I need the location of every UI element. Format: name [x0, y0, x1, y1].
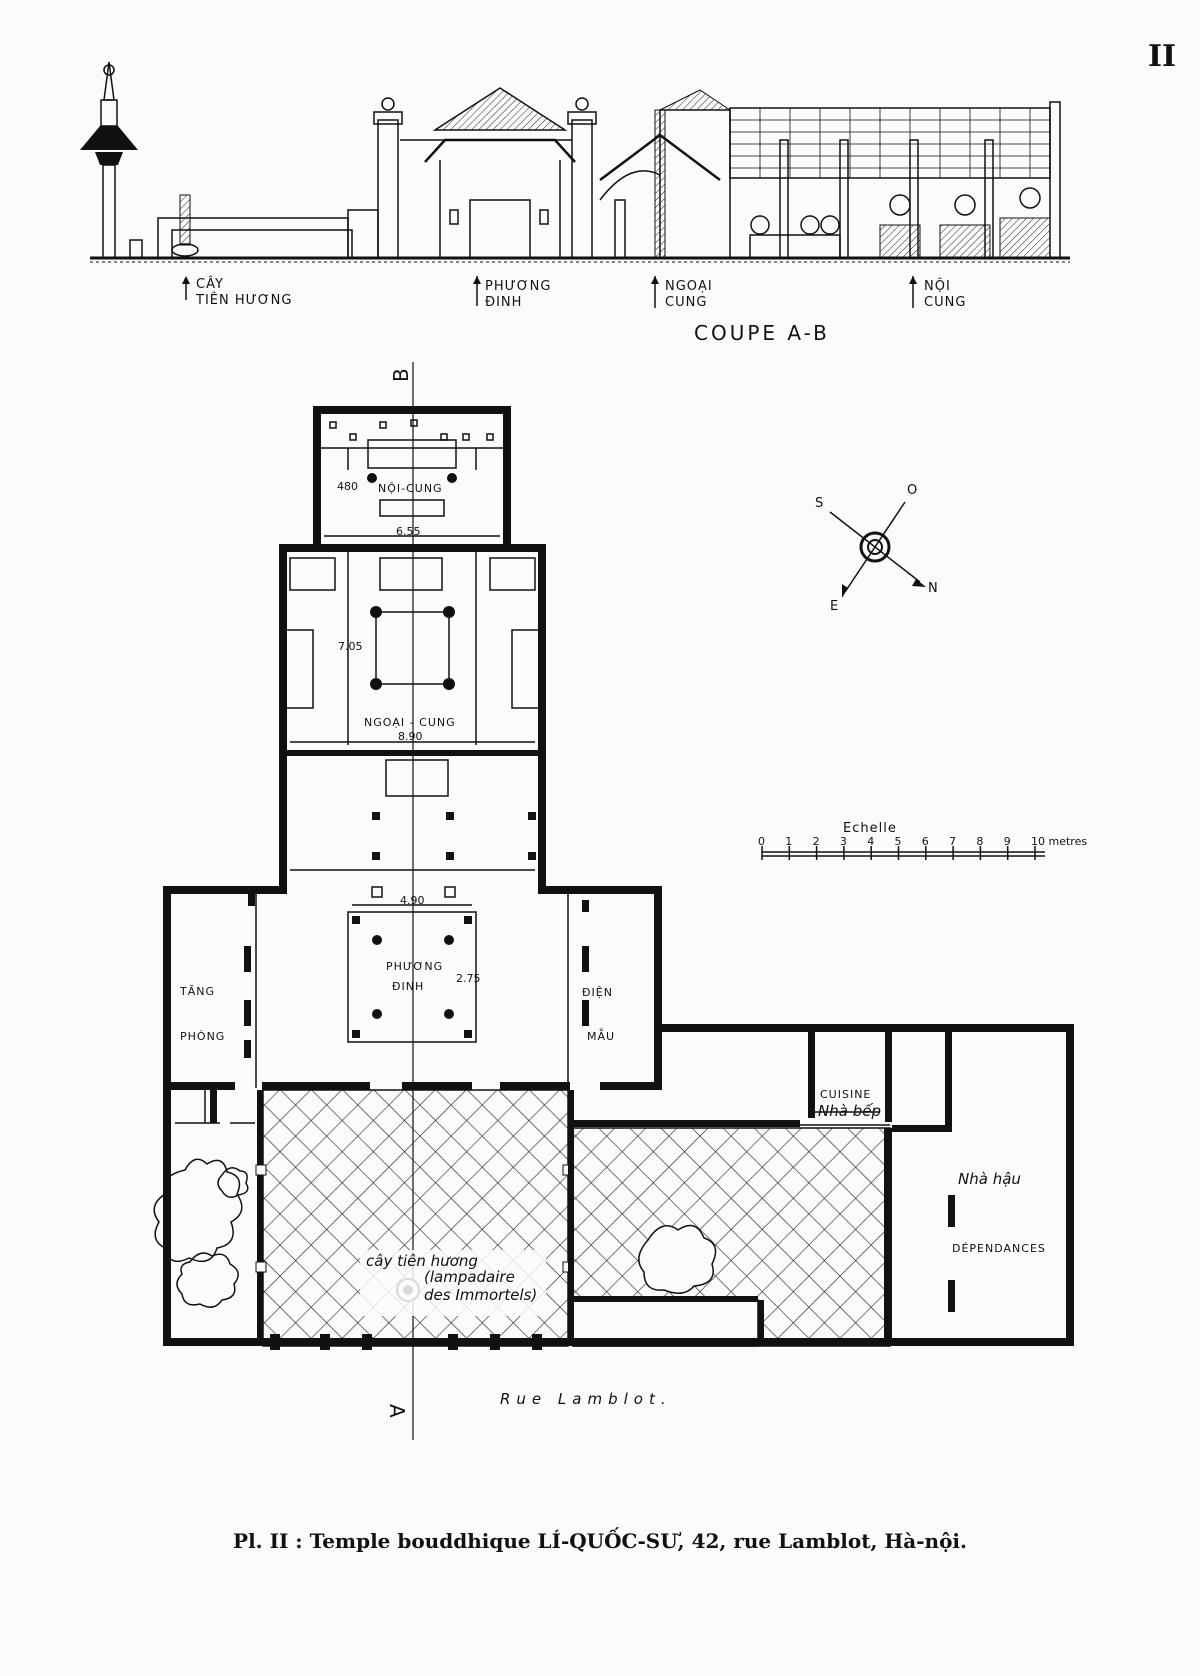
inner-hall-elevation	[729, 101, 1061, 259]
section-label-pavilion: PHƯƠNG ĐINH	[473, 276, 551, 310]
room-cuisine-2: Nhà bếp	[818, 1102, 881, 1120]
scale-tick-label: 2	[813, 835, 820, 848]
room-ngoai-cung: NGOẠI - CUNG	[364, 716, 456, 729]
outer-hall-elevation	[599, 89, 731, 259]
scale-tick-label: 6	[922, 835, 929, 848]
dim-ngoai-cung-depth: 7.05	[338, 640, 363, 653]
section-label-4b: CUNG	[924, 295, 966, 310]
room-tang-phong-2: PHÒNG	[180, 1030, 225, 1043]
room-tang-phong-1: TĂNG	[179, 985, 215, 998]
compass-e: E	[830, 599, 839, 614]
dim-phuong-dinh-width: 4.90	[400, 894, 425, 907]
room-dependances: DÉPENDANCES	[952, 1242, 1046, 1255]
dim-ngoai-cung-width: 8.90	[398, 730, 423, 743]
incense-tree-label-1: cây tiên hương	[366, 1252, 478, 1270]
street-label: Rue Lamblot.	[500, 1390, 672, 1408]
floor-plan: B A 480 N	[153, 362, 1074, 1440]
dim-phuong-dinh-depth: 2.75	[456, 972, 481, 985]
section-label-1a: CÂY	[196, 276, 224, 292]
scale-tick-label: 3	[840, 835, 847, 848]
compass-o: O	[907, 483, 918, 498]
section-label-1b: TIÊN HƯƠNG	[195, 292, 292, 308]
section-title: COUPE A-B	[694, 321, 830, 345]
middle-hall-plan	[279, 756, 546, 886]
scale-bar: Echelle 0 1 2 3 4 5 6 7 8 9 10 metres	[758, 821, 1087, 860]
compass-n: N	[928, 581, 939, 596]
compass-rose: S O E N	[815, 483, 939, 614]
left-garden-plan	[153, 1090, 263, 1346]
section-label-4a: NỘI	[924, 278, 951, 294]
scale-tick-label: 8	[976, 835, 983, 848]
scale-tick-label: 7	[949, 835, 956, 848]
section-label-outer-hall: NGOẠI CUNG	[651, 276, 713, 310]
incense-tree-label-3: des Immortels)	[424, 1286, 537, 1304]
svg-text:A: A	[385, 1404, 409, 1421]
pavilion-elevation	[373, 87, 597, 260]
section-label-3b: CUNG	[665, 295, 707, 310]
service-buildings-plan: CUISINE Nhà bếp Nhà hậu DÉPENDANCES	[808, 1032, 1046, 1312]
section-elevation: CÂY TIÊN HƯƠNG PHƯƠNG ĐINH NGOẠI CUNG NỘ…	[80, 61, 1070, 345]
scale-tick-label: 1	[785, 835, 792, 848]
scale-tick-label: 10 metres	[1031, 835, 1087, 848]
plate-number: II	[1148, 39, 1176, 74]
room-dien-mau-2: MẪU	[587, 1028, 615, 1043]
plate-caption: Pl. II : Temple bouddhique LÍ-QUỐC-SƯ, 4…	[233, 1526, 967, 1553]
outer-sanctuary-plan: 7.05 NGOẠI - CUNG 8.90	[279, 544, 546, 758]
svg-text:B: B	[389, 365, 413, 382]
section-marker-b: B	[389, 365, 413, 382]
scale-tick-label: 9	[1004, 835, 1011, 848]
scale-tick-label: 0	[758, 835, 765, 848]
front-courtyard-plan: cây tiên hương (lampadaire des Immortels…	[255, 1089, 574, 1347]
dim-noi-cung-width: 6.55	[396, 525, 421, 538]
scale-tick-label: 5	[895, 835, 902, 848]
section-label-incense-tree: CÂY TIÊN HƯƠNG	[182, 276, 292, 308]
room-dien-mau-1: ĐIỆN	[582, 986, 613, 999]
section-label-inner-hall: NỘI CUNG	[909, 276, 966, 310]
section-label-2a: PHƯƠNG	[485, 279, 551, 294]
room-phuong-dinh-2: ĐINH	[392, 980, 424, 993]
room-nha-hau: Nhà hậu	[958, 1170, 1021, 1188]
room-noi-cung: NỘI-CUNG	[378, 482, 443, 495]
incense-column-elevation	[80, 61, 143, 259]
section-marker-a: A	[385, 1404, 409, 1421]
street-wall-plan	[163, 1334, 1074, 1350]
scale-tick-label: 4	[867, 835, 874, 848]
room-phuong-dinh-1: PHƯƠNG	[386, 960, 443, 973]
section-label-2b: ĐINH	[485, 295, 522, 310]
side-courtyard-plan	[568, 1024, 1074, 1347]
scale-title: Echelle	[843, 821, 897, 836]
room-cuisine-1: CUISINE	[820, 1088, 871, 1101]
compass-s: S	[815, 496, 824, 511]
dim-noi-cung-depth: 480	[337, 480, 358, 493]
incense-tree-label-2: (lampadaire	[424, 1268, 515, 1286]
section-label-3a: NGOẠI	[665, 279, 713, 294]
inner-sanctuary-plan: 480 NỘI-CUNG 6.55	[313, 406, 511, 544]
